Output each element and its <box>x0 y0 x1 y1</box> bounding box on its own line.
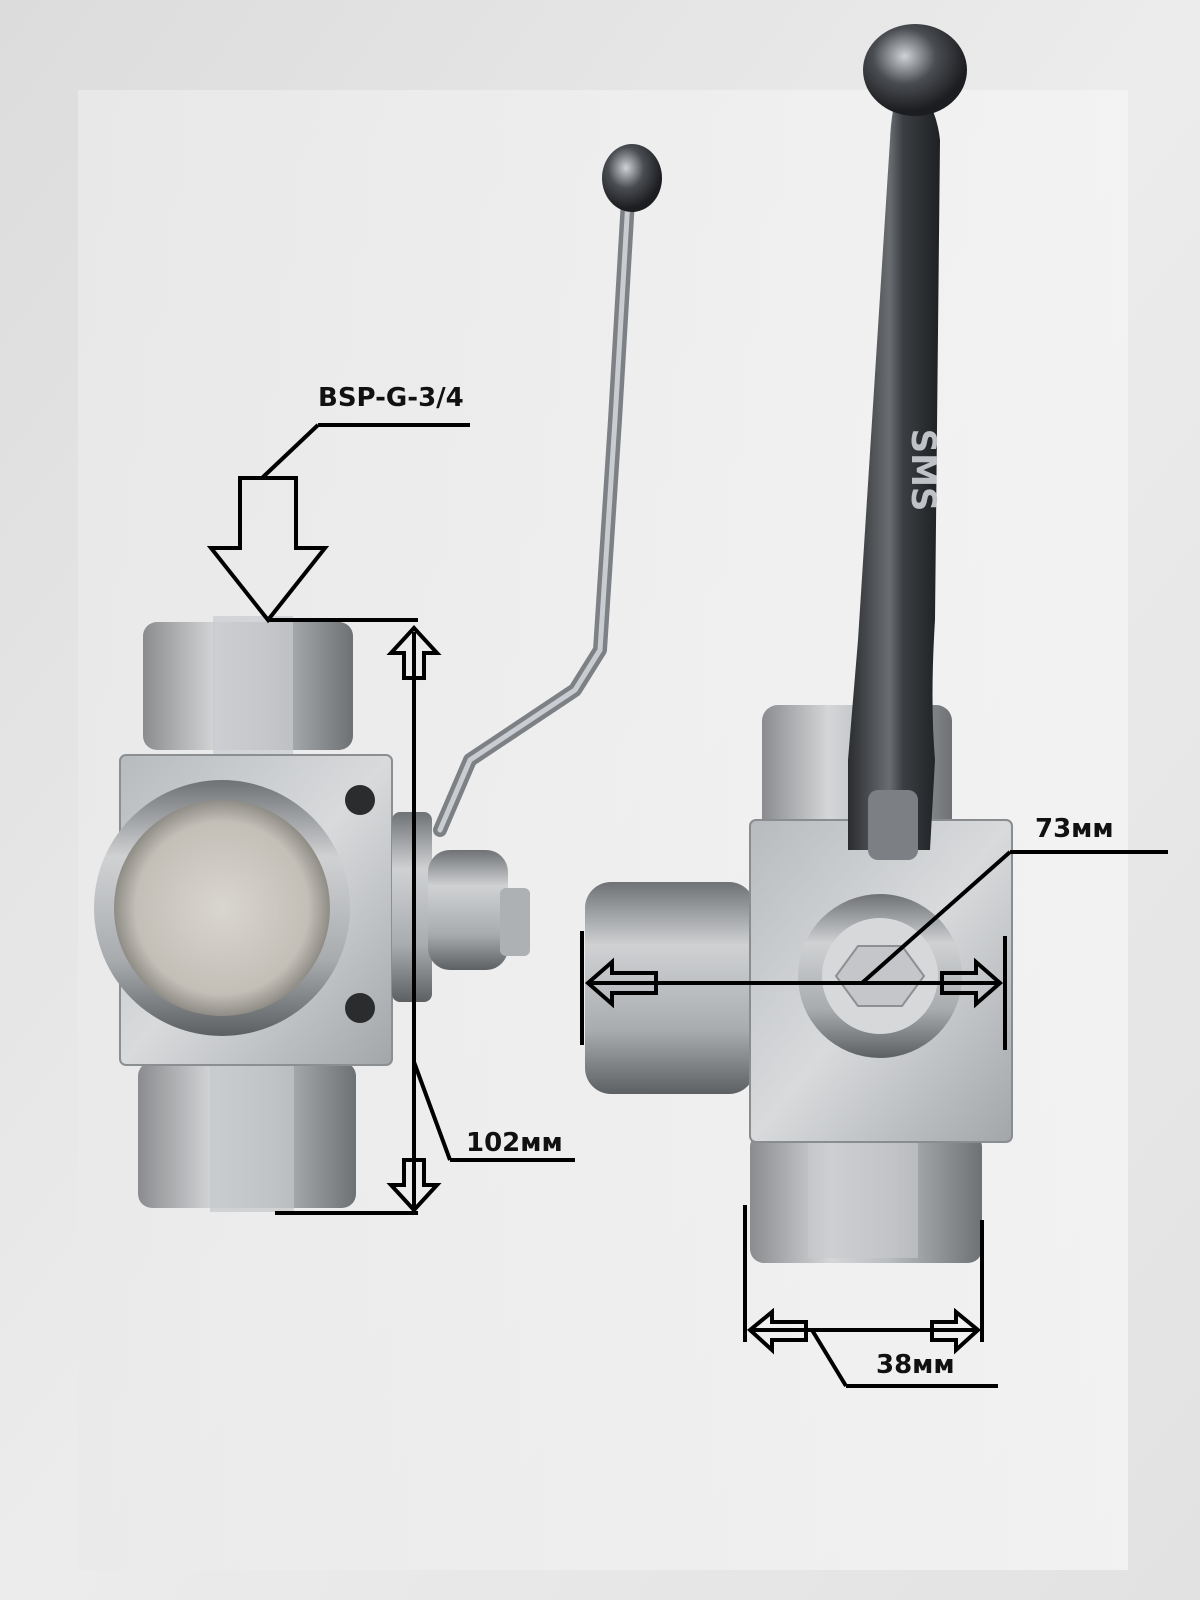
port-dimension-label: 38мм <box>876 1350 955 1380</box>
dimension-lines <box>206 423 1168 1388</box>
handle-marking: SMS <box>903 429 943 512</box>
height-dimension-label: 102мм <box>466 1128 563 1158</box>
thread-spec-label: BSP-G-3/4 <box>318 383 464 413</box>
width-dimension-label: 73мм <box>1035 814 1114 844</box>
